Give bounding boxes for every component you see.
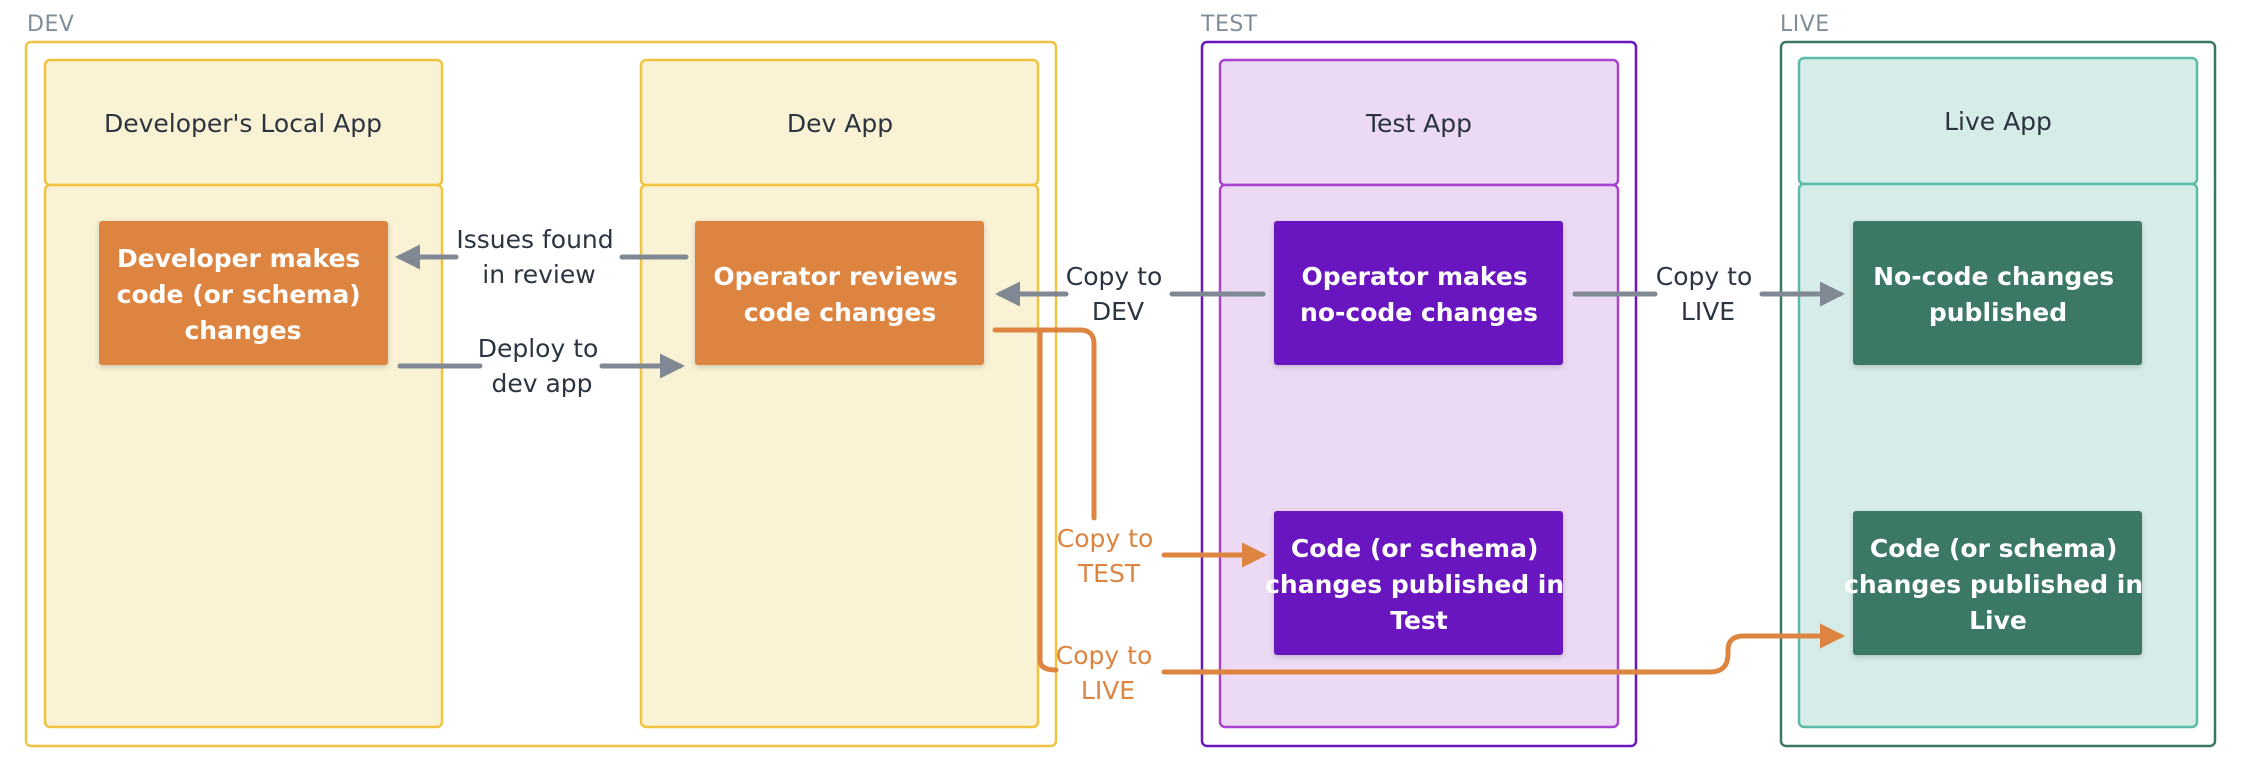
operator-nocode-line-1: Operator makes (1302, 262, 1528, 291)
copy-to-test-line-2: TEST (1077, 559, 1141, 588)
operator-nocode-text: Operator makes no-code changes (1300, 262, 1538, 327)
nocode-published-line-2: published (1929, 298, 2067, 327)
copy-to-test-label: Copy to TEST (1057, 524, 1161, 588)
copy-to-live-code-arrow-head (1161, 623, 1845, 675)
operator-reviews-rect (695, 221, 984, 365)
copy-to-test-line-1: Copy to (1057, 524, 1153, 553)
issues-found-label: Issues found in review (456, 225, 621, 289)
developer-makes-box: Developer makes code (or schema) changes (99, 221, 388, 365)
arrows (395, 244, 1845, 675)
nocode-published-box: No-code changes published (1853, 221, 2142, 365)
arrow-labels: Issues found in review Deploy to dev app… (456, 225, 1760, 705)
code-published-test-line-2: changes published in (1265, 570, 1564, 599)
operator-nocode-line-2: no-code changes (1300, 298, 1538, 327)
operator-nocode-rect (1274, 221, 1563, 365)
code-published-live-line-3: Live (1969, 606, 2027, 635)
operator-reviews-line-1: Operator reviews (713, 262, 958, 291)
live-app-title: Live App (1944, 107, 2052, 136)
flow-boxes: Developer makes code (or schema) changes… (99, 221, 2152, 655)
test-app-title: Test App (1365, 109, 1472, 138)
code-published-test-line-1: Code (or schema) (1291, 534, 1539, 563)
copy-to-live-nocode-line-2: LIVE (1681, 297, 1735, 326)
test-env-border (1200, 40, 1638, 748)
live-env-border (1779, 40, 2217, 748)
nocode-published-line-1: No-code changes (1873, 262, 2114, 291)
code-published-live-rect (1853, 511, 2142, 655)
operator-nocode-box: Operator makes no-code changes (1274, 221, 1563, 365)
developer-makes-line-3: changes (184, 316, 301, 345)
dev-env-label: DEV (27, 12, 74, 37)
deploy-label: Deploy to dev app (478, 334, 607, 398)
code-published-test-box: Code (or schema) changes published in Te… (1265, 511, 1573, 655)
code-published-test-line-3: Test (1390, 606, 1448, 635)
copy-to-live-code-line-2: LIVE (1081, 676, 1135, 705)
issues-found-line-1: Issues found (456, 225, 613, 254)
dev-env-border (24, 40, 1058, 748)
nocode-published-text: No-code changes published (1873, 262, 2123, 327)
code-published-live-line-1: Code (or schema) (1870, 534, 2118, 563)
developer-makes-line-1: Developer makes (117, 244, 360, 273)
developer-makes-rect (99, 221, 388, 365)
code-published-live-line-2: changes published in (1844, 570, 2143, 599)
developer-makes-line-2: code (or schema) (117, 280, 361, 309)
copy-to-live-nocode-label: Copy to LIVE (1656, 262, 1760, 326)
copy-to-live-nocode-line-1: Copy to (1656, 262, 1752, 291)
copy-to-live-code-arrow-tail (1037, 327, 1059, 673)
live-env-label: LIVE (1780, 12, 1830, 37)
copy-to-dev-line-1: Copy to (1066, 262, 1162, 291)
operator-reviews-text: Operator reviews code changes (713, 262, 966, 327)
nocode-published-rect (1853, 221, 2142, 365)
developer-makes-text: Developer makes code (or schema) changes (117, 244, 370, 345)
copy-to-live-code-label: Copy to LIVE (1056, 641, 1160, 705)
copy-to-dev-line-2: DEV (1092, 297, 1144, 326)
deploy-line-1: Deploy to (478, 334, 599, 363)
code-published-live-text: Code (or schema) changes published in Li… (1844, 534, 2152, 635)
local-app-title: Developer's Local App (104, 109, 382, 138)
operator-reviews-line-2: code changes (744, 298, 937, 327)
dev-app-title: Dev App (787, 109, 893, 138)
copy-to-live-code-line-1: Copy to (1056, 641, 1152, 670)
code-published-live-box: Code (or schema) changes published in Li… (1844, 511, 2152, 655)
test-env-label: TEST (1200, 12, 1258, 37)
local-app-panel: Developer's Local App (43, 58, 444, 729)
deploy-line-2: dev app (491, 369, 592, 398)
copy-to-dev-label: Copy to DEV (1066, 262, 1170, 326)
copy-to-test-arrow-tail (992, 327, 1097, 521)
dev-app-panel: Dev App (639, 58, 1040, 729)
issues-found-line-2: in review (482, 260, 595, 289)
code-published-test-rect (1274, 511, 1563, 655)
code-published-test-text: Code (or schema) changes published in Te… (1265, 534, 1573, 635)
dev-environment: DEV Developer's Local App Dev App (24, 12, 1058, 748)
operator-reviews-box: Operator reviews code changes (695, 221, 984, 365)
